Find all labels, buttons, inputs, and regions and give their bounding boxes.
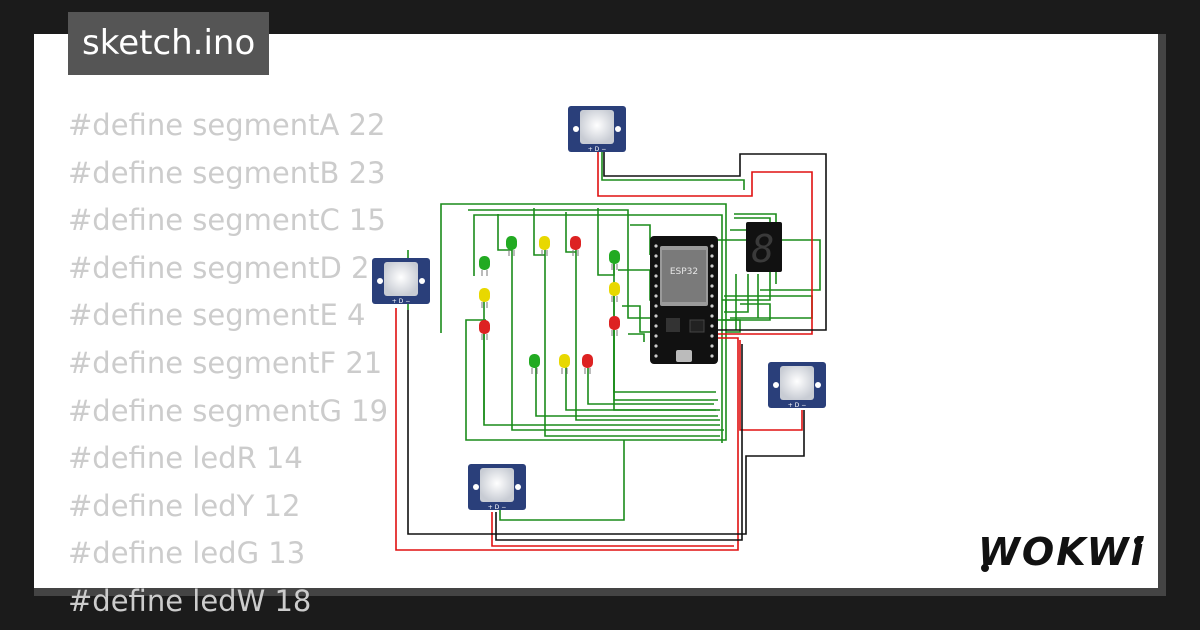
led-icon[interactable] [506,236,517,256]
led-icon[interactable] [559,354,570,374]
code-line: #define ledR 14 [68,441,303,476]
code-line: #define segmentC 15 [68,203,386,238]
code-line: #define segmentF 21 [68,345,383,380]
led-icon[interactable] [609,282,620,302]
code-line: #define ledW 18 [68,583,312,618]
pir-sensor-icon[interactable]: + D − [568,106,626,153]
file-name-tab[interactable]: sketch.ino [68,12,270,75]
led-icon[interactable] [529,354,540,374]
svg-text:+ D −: + D − [392,298,411,305]
led-icon[interactable] [479,256,490,276]
code-line: #define ledG 13 [68,536,306,571]
code-line: #define segmentE 4 [68,298,366,333]
code-line: #define ledY 12 [68,488,301,523]
pir-sensor-icon[interactable]: + D − [372,258,430,305]
svg-text:+ D −: + D − [588,146,607,153]
led-icon[interactable] [609,316,620,336]
svg-text:+ D −: + D − [788,402,807,409]
esp32-board-icon[interactable]: ESP32 [650,236,718,364]
led-group [479,236,620,374]
led-icon[interactable] [570,236,581,256]
red-wires [395,150,813,551]
code-preview: #define segmentA 22 #define segmentB 23 … [68,102,389,618]
svg-text:+ D −: + D − [488,504,507,511]
chip-label: ESP32 [670,267,698,277]
pir-sensor-icon[interactable]: + D − [768,362,826,409]
led-icon[interactable] [479,320,490,340]
wokwi-logo-icon [981,537,1142,572]
pir-sensor-icon[interactable]: + D − [468,464,526,511]
led-icon[interactable] [609,250,620,270]
code-line: #define segmentG 19 [68,393,389,428]
seven-segment-digit: 8 [752,227,775,271]
wokwi-logo: WOKWi [978,530,1146,574]
led-icon[interactable] [582,354,593,374]
code-line: #define segmentA 22 [68,108,386,142]
black-wires [407,150,827,541]
led-icon[interactable] [539,236,550,256]
led-icon[interactable] [479,288,490,308]
code-line: #define segmentD 2 [68,250,370,285]
seven-segment-display-icon[interactable]: 8 [746,222,782,272]
code-line: #define segmentB 23 [68,155,386,190]
